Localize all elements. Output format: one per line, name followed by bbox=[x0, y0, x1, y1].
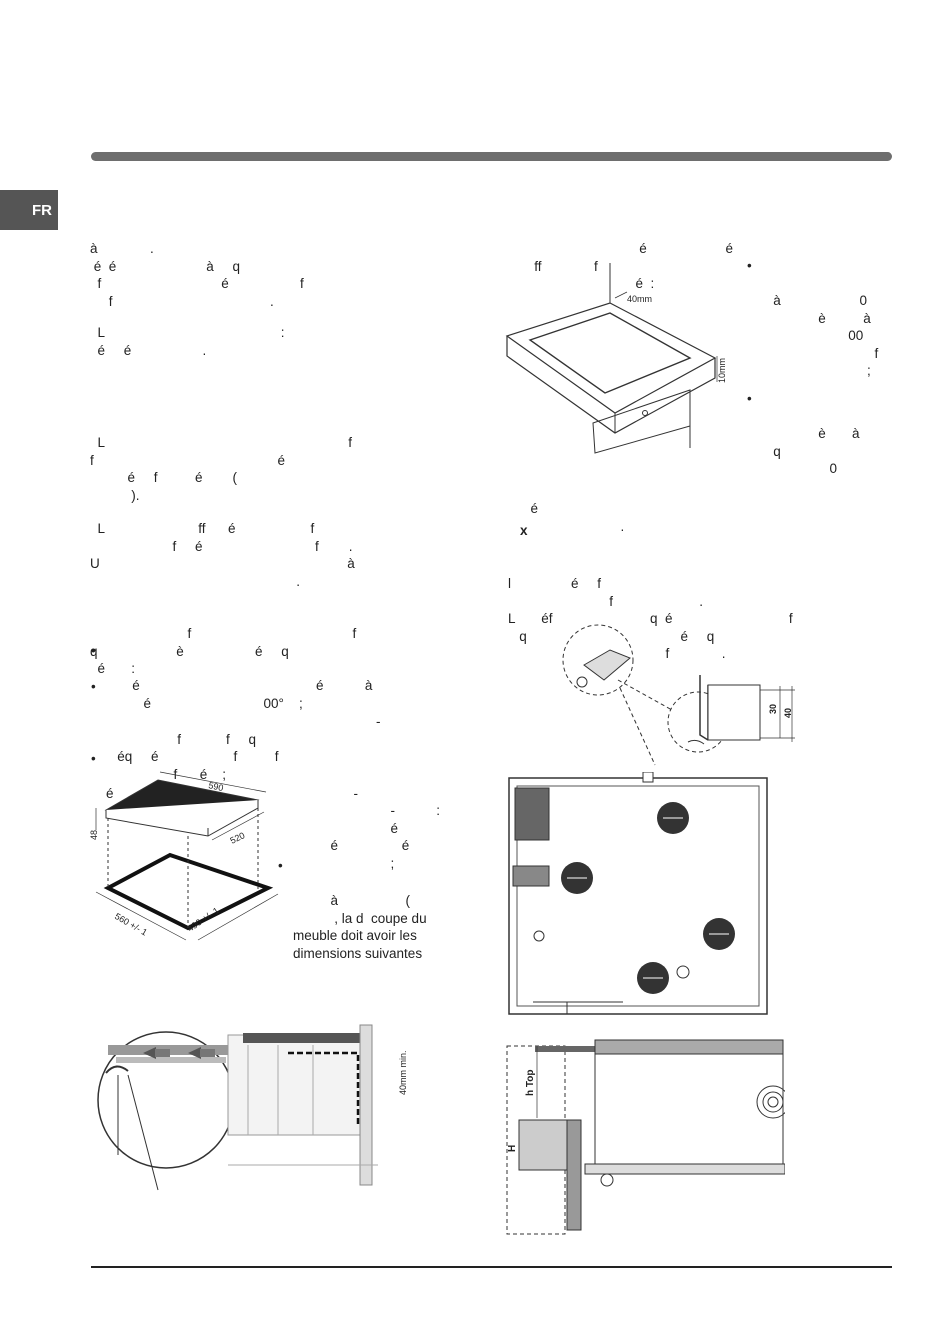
right-bullet-2: è à q 0 bbox=[747, 390, 859, 495]
left-paragraph-2: L : é é . bbox=[90, 325, 285, 358]
hob-underside-figure bbox=[508, 772, 768, 1015]
hob-dimensions-figure: 590 520 48 560 +/- 1 490 +/- 1 bbox=[89, 771, 279, 941]
language-tab: FR bbox=[0, 190, 58, 230]
label-40mm: 40mm bbox=[627, 294, 652, 304]
footer-line bbox=[91, 1266, 892, 1268]
label-10mm: 10mm bbox=[717, 358, 727, 383]
label-520: 520 bbox=[228, 830, 246, 846]
label-h-top: h Top bbox=[525, 1070, 536, 1096]
countertop-figure: 40mm 10mm bbox=[505, 263, 727, 454]
left-bullet-3: é - bbox=[91, 750, 358, 820]
cross-section-figure: h Top H bbox=[506, 1039, 785, 1235]
label-30: 30 bbox=[768, 704, 778, 714]
label-490: 490 +/- 1 bbox=[186, 905, 221, 933]
header-bar bbox=[91, 152, 892, 161]
label-40: 40 bbox=[783, 708, 793, 718]
installation-figure: 40mm min. bbox=[97, 1024, 408, 1191]
bracket-figure: 30 40 bbox=[562, 624, 795, 766]
left-paragraph-4: L ff é f f é f .U à bbox=[90, 521, 355, 589]
right-bullet-1: à 0 è à 00 f ; bbox=[747, 257, 878, 397]
right-heading: x bbox=[520, 523, 528, 538]
label-h: H bbox=[507, 1145, 518, 1152]
label-40mm-min: 40mm min. bbox=[398, 1050, 408, 1095]
label-48: 48 bbox=[89, 830, 99, 840]
left-paragraph-1: à . é é à q f é f f . bbox=[90, 241, 304, 309]
right-paragraph-2: é . bbox=[508, 501, 625, 534]
label-590: 590 bbox=[208, 780, 225, 793]
right-paragraph-1: é é ff f é : bbox=[508, 241, 734, 291]
label-560: 560 +/- 1 bbox=[113, 911, 149, 938]
